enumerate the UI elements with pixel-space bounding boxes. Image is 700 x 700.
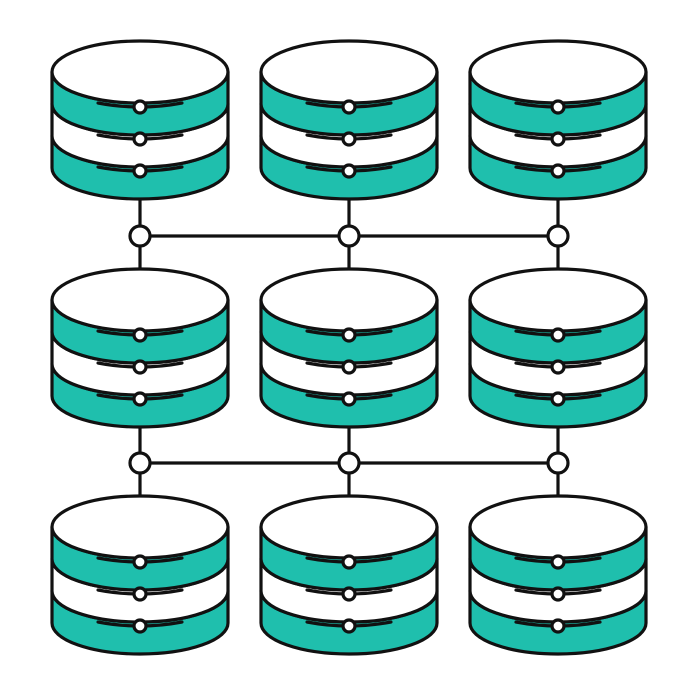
database-icon-r1-c3 <box>468 39 648 201</box>
nodes-layer <box>128 224 570 475</box>
network-node-r2-c1 <box>128 451 152 475</box>
database-indicator-dot <box>341 327 357 343</box>
database-lid <box>259 267 439 333</box>
database-indicator-dot <box>550 131 566 147</box>
database-indicator-dot <box>550 586 566 602</box>
database-indicator-dot <box>341 586 357 602</box>
database-icon-r2-c1 <box>50 267 230 429</box>
database-lid <box>259 494 439 560</box>
database-indicator-dot <box>132 163 148 179</box>
database-icon-r2-c3 <box>468 267 648 429</box>
database-indicator-dot <box>132 359 148 375</box>
database-lid <box>50 494 230 560</box>
database-lid <box>50 39 230 105</box>
database-indicator-dot <box>550 99 566 115</box>
database-indicator-dot <box>132 99 148 115</box>
network-node-r2-c3 <box>546 451 570 475</box>
database-indicator-dot <box>132 586 148 602</box>
database-icon-r1-c2 <box>259 39 439 201</box>
database-indicator-dot <box>341 163 357 179</box>
database-indicator-dot <box>550 163 566 179</box>
database-indicator-dot <box>341 131 357 147</box>
database-lid <box>468 39 648 105</box>
database-indicator-dot <box>132 327 148 343</box>
database-indicator-dot <box>550 359 566 375</box>
database-indicator-dot <box>341 391 357 407</box>
database-icon-r3-c2 <box>259 494 439 656</box>
database-lid <box>50 267 230 333</box>
network-node-r1-c2 <box>337 224 361 248</box>
database-indicator-dot <box>550 391 566 407</box>
database-icon-r3-c1 <box>50 494 230 656</box>
database-indicator-dot <box>341 554 357 570</box>
database-indicator-dot <box>550 554 566 570</box>
databases-layer <box>50 39 648 656</box>
network-node-r2-c2 <box>337 451 361 475</box>
database-indicator-dot <box>132 554 148 570</box>
database-lid <box>259 39 439 105</box>
database-icon-r1-c1 <box>50 39 230 201</box>
network-node-r1-c1 <box>128 224 152 248</box>
database-indicator-dot <box>550 618 566 634</box>
database-indicator-dot <box>550 327 566 343</box>
database-indicator-dot <box>132 618 148 634</box>
database-lid <box>468 267 648 333</box>
database-lid <box>468 494 648 560</box>
database-indicator-dot <box>341 99 357 115</box>
database-indicator-dot <box>341 618 357 634</box>
database-indicator-dot <box>341 359 357 375</box>
database-indicator-dot <box>132 131 148 147</box>
network-node-r1-c3 <box>546 224 570 248</box>
database-icon-r2-c2 <box>259 267 439 429</box>
database-icon-r3-c3 <box>468 494 648 656</box>
database-indicator-dot <box>132 391 148 407</box>
